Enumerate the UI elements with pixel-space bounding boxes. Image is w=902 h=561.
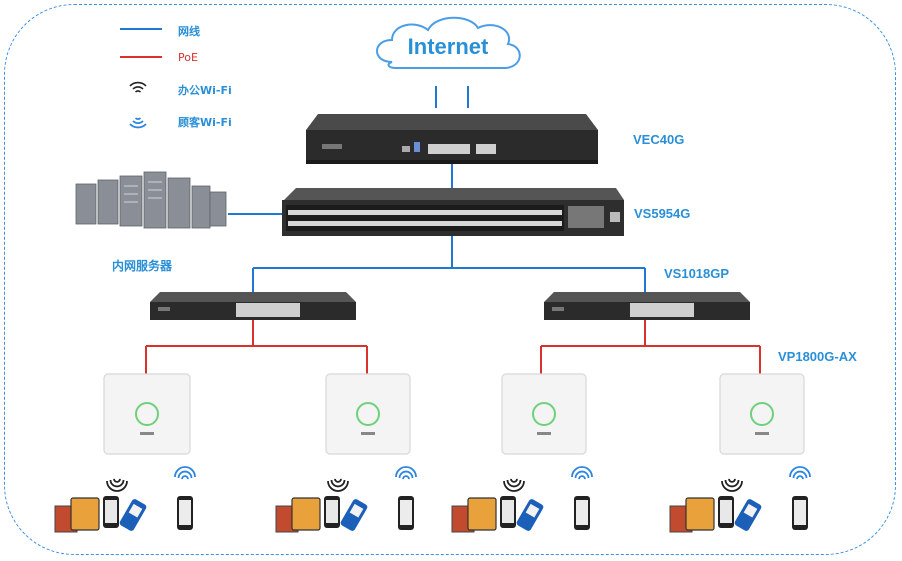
wifi-black-icon — [721, 478, 743, 492]
smartphone-icon — [324, 496, 340, 528]
smartphone-icon — [177, 496, 193, 530]
tablet-icon — [669, 497, 715, 533]
legend-office-wifi-label: 办公Wi-Fi — [178, 84, 232, 97]
gateway-label: VEC40G — [633, 132, 685, 147]
poe-switch-label: VS1018GP — [664, 266, 730, 281]
legend-guest-wifi-label: 顾客Wi-Fi — [178, 116, 232, 129]
smartphone-icon — [103, 496, 119, 528]
wifi-blue-icon — [789, 466, 811, 480]
wifi-black-icon — [106, 478, 128, 492]
diagram-border — [4, 4, 896, 555]
ceiling-access-point-icon — [719, 373, 805, 455]
legend-guest-wifi-icon — [129, 117, 147, 129]
ceiling-access-point-icon — [103, 373, 191, 455]
wifi-black-icon — [327, 478, 349, 492]
poe-switch-left — [150, 292, 356, 320]
tablet-icon — [275, 497, 321, 533]
ceiling-access-point-icon — [325, 373, 411, 455]
pos-terminal-icon — [516, 499, 544, 531]
core-switch-label: VS5954G — [634, 206, 691, 221]
wifi-blue-icon — [395, 466, 417, 480]
wifi-blue-icon — [174, 466, 196, 480]
legend-poe-label: PoE — [178, 51, 198, 64]
server-label: 内网服务器 — [112, 259, 173, 273]
pos-terminal-icon — [119, 499, 147, 531]
internet-label: Internet — [407, 34, 489, 59]
smartphone-icon — [398, 496, 414, 530]
legend-office-wifi-icon — [129, 81, 147, 93]
cloud-icon — [376, 16, 521, 69]
wifi-blue-icon — [571, 466, 593, 480]
smartphone-icon — [792, 496, 808, 530]
pos-terminal-icon — [734, 499, 762, 531]
legend-network-label: 网线 — [178, 25, 200, 38]
smartphone-icon — [574, 496, 590, 530]
smartphone-icon — [718, 496, 734, 528]
gateway-device — [306, 114, 598, 164]
poe-switch-right — [544, 292, 750, 320]
core-switch-device — [282, 188, 624, 236]
wifi-black-icon — [503, 478, 525, 492]
server-rack-icon — [75, 171, 227, 229]
tablet-icon — [54, 497, 100, 533]
tablet-icon — [451, 497, 497, 533]
ceiling-access-point-icon — [501, 373, 587, 455]
access-point-label: VP1800G-AX — [778, 349, 857, 364]
pos-terminal-icon — [340, 499, 368, 531]
smartphone-icon — [500, 496, 516, 528]
